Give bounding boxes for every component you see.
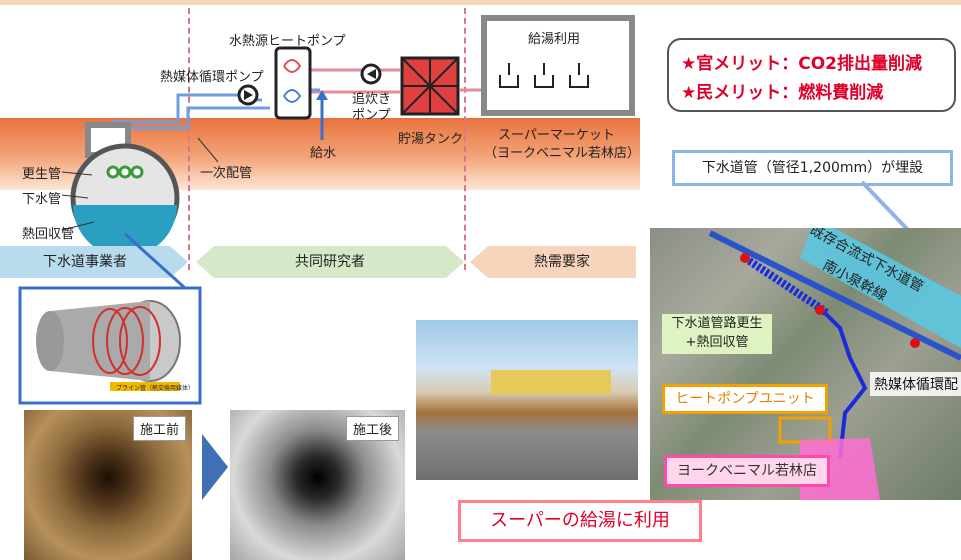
heat-pipe-label: 熱回収管 <box>22 227 75 242</box>
map-rehab-1: 下水道管路更生 <box>671 316 763 331</box>
sewer-pipe-label: 下水管 <box>22 192 62 207</box>
storage-tank-label: 貯湯タンク <box>398 132 464 147</box>
before-tag: 施工前 <box>132 416 186 441</box>
brine-label: ブライン管（熱交換用媒体） <box>116 385 195 392</box>
map-circ: 熱媒体循環配 <box>870 372 961 396</box>
role-heat-consumer: 熱需要家 <box>534 254 590 270</box>
map-rehab-2: +熱回収管 <box>685 335 749 350</box>
store-facade <box>491 370 611 394</box>
sewer-info-box: 下水道管（管径1,200mm）が埋設 <box>672 150 953 186</box>
heat-pump-label: 水熱源ヒートポンプ <box>229 34 346 49</box>
rehab-pipe-label: 更生管 <box>22 167 62 182</box>
bottom-caption: スーパーの給湯に利用 <box>458 500 702 542</box>
merit-box: ★官メリット：CO2排出量削減 ★民メリット：燃料費削減 <box>667 38 956 112</box>
pipe-cutaway <box>18 232 202 405</box>
map-store: ヨークベニマル若林店 <box>664 455 830 487</box>
role-arrows <box>0 246 636 278</box>
private-merit: ★民メリット：燃料費削減 <box>681 83 884 103</box>
reheat-pump-label-2: ポンプ <box>352 108 391 123</box>
supermarket-label-1: スーパーマーケット <box>498 128 615 143</box>
reheat-pump-label-1: 追炊き <box>352 92 392 107</box>
primary-pipe-label: 一次配管 <box>200 166 253 181</box>
map-hp-unit: ヒートポンプユニット <box>662 384 828 414</box>
site-map: 既存合流式下水道管 南小泉幹線 下水道管路更生 +熱回収管 熱媒体循環配 ヒート… <box>650 228 961 500</box>
water-supply-label: 給水 <box>310 146 337 161</box>
role-joint-research: 共同研究者 <box>295 254 365 270</box>
divider-left <box>188 8 190 270</box>
callout-line <box>860 180 912 234</box>
role-sewer-operator: 下水道事業者 <box>43 254 127 270</box>
gov-merit: ★官メリット：CO2排出量削減 <box>681 54 922 74</box>
after-tag: 施工後 <box>345 416 399 441</box>
after-photo: 施工後 <box>230 410 405 560</box>
hot-water-use-label: 給湯利用 <box>528 32 581 47</box>
top-strip <box>0 0 961 5</box>
arrow-right-icon <box>202 434 228 500</box>
system-schematic <box>61 15 635 250</box>
before-photo: 施工前 <box>24 410 192 560</box>
supermarket-photo <box>416 320 638 480</box>
map-rehab-box: 下水道管路更生 +熱回収管 <box>662 314 772 354</box>
divider-right <box>464 8 466 270</box>
circ-pump-label: 熱媒体循環ポンプ <box>160 70 264 85</box>
supermarket-label-2: （ヨークベニマル若林店） <box>484 146 641 161</box>
